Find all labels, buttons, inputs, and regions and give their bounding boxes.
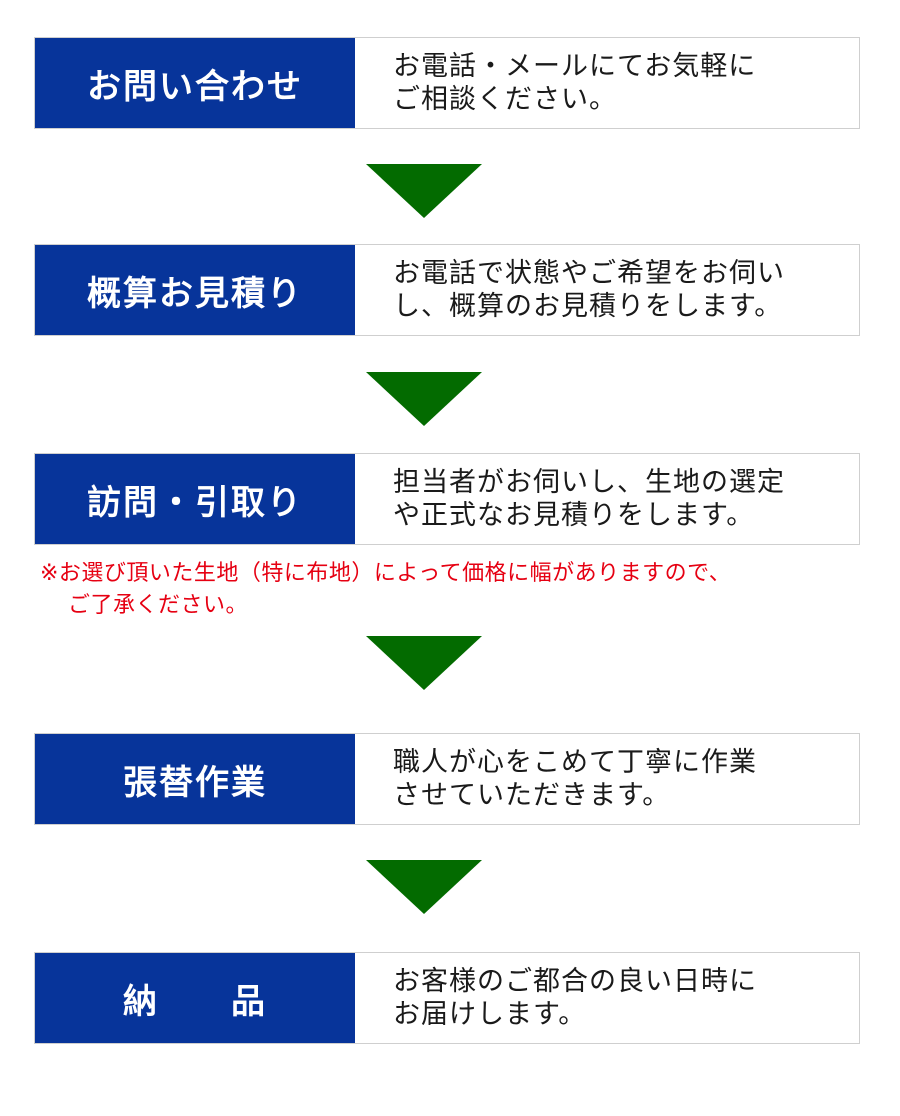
step-description-line: お電話・メールにてお気軽に bbox=[393, 51, 757, 82]
step-description: お電話・メールにてお気軽に ご相談ください。 bbox=[355, 38, 859, 128]
step-description: 職人が心をこめて丁寧に作業 させていただきます。 bbox=[355, 734, 859, 824]
step-label: 張替作業 bbox=[35, 734, 355, 824]
down-triangle-icon bbox=[366, 636, 482, 690]
step-description-line: 担当者がお伺いし、生地の選定 bbox=[393, 467, 785, 498]
step-delivery: 納 品 お客様のご都合の良い日時に お届けします。 bbox=[34, 952, 860, 1044]
step-description-line: させていただきます。 bbox=[393, 780, 671, 811]
step-description: お電話で状態やご希望をお伺い し、概算のお見積りをします。 bbox=[355, 245, 859, 335]
down-triangle-icon bbox=[366, 860, 482, 914]
step-label: お問い合わせ bbox=[35, 38, 355, 128]
step-label: 訪問・引取り bbox=[35, 454, 355, 544]
step-visit-pickup: 訪問・引取り 担当者がお伺いし、生地の選定 や正式なお見積りをします。 bbox=[34, 453, 860, 545]
down-triangle-icon bbox=[366, 372, 482, 426]
down-triangle-icon bbox=[366, 164, 482, 218]
step-description: お客様のご都合の良い日時に お届けします。 bbox=[355, 953, 859, 1043]
price-note: ※お選び頂いた生地（特に布地）によって価格に幅がありますので、 ご了承ください。 bbox=[40, 558, 731, 622]
step-inquiry: お問い合わせ お電話・メールにてお気軽に ご相談ください。 bbox=[34, 37, 860, 129]
step-description-line: 職人が心をこめて丁寧に作業 bbox=[393, 747, 757, 778]
step-description: 担当者がお伺いし、生地の選定 や正式なお見積りをします。 bbox=[355, 454, 859, 544]
step-reupholstery-work: 張替作業 職人が心をこめて丁寧に作業 させていただきます。 bbox=[34, 733, 860, 825]
price-note-line: ご了承ください。 bbox=[68, 593, 249, 618]
step-estimate: 概算お見積り お電話で状態やご希望をお伺い し、概算のお見積りをします。 bbox=[34, 244, 860, 336]
step-description-line: お客様のご都合の良い日時に bbox=[393, 966, 757, 997]
step-label: 納 品 bbox=[35, 953, 355, 1043]
step-description-line: し、概算のお見積りをします。 bbox=[393, 291, 783, 322]
step-description-line: お届けします。 bbox=[393, 999, 587, 1030]
step-description-line: や正式なお見積りをします。 bbox=[393, 500, 755, 531]
step-label: 概算お見積り bbox=[35, 245, 355, 335]
step-description-line: ご相談ください。 bbox=[393, 84, 617, 115]
price-note-line: ※お選び頂いた生地（特に布地）によって価格に幅がありますので、 bbox=[40, 561, 732, 586]
step-description-line: お電話で状態やご希望をお伺い bbox=[393, 258, 785, 289]
